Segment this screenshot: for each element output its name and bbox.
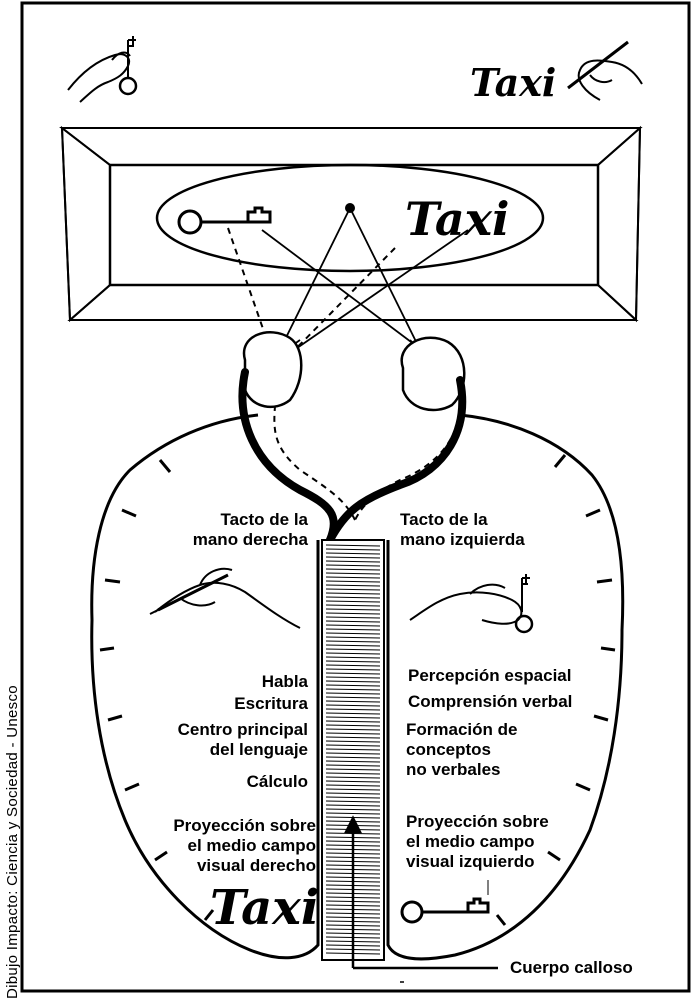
key-icon xyxy=(402,899,488,922)
label-escritura: Escritura xyxy=(234,694,308,714)
key-hand-icon xyxy=(68,36,136,102)
label-comprension: Comprensión verbal xyxy=(408,692,572,712)
label-percepcion: Percepción espacial xyxy=(408,666,571,686)
pen-hand-icon xyxy=(150,569,300,628)
word-taxi-brain: Taxi xyxy=(210,880,319,936)
optic-lobes xyxy=(244,332,464,410)
label-cuerpo-calloso: Cuerpo calloso xyxy=(510,958,633,978)
screen-board xyxy=(62,128,640,320)
pen-hand-icon xyxy=(568,42,642,100)
word-taxi-screen: Taxi xyxy=(405,192,510,246)
label-calculo: Cálculo xyxy=(247,772,308,792)
word-taxi-top: Taxi xyxy=(470,60,556,105)
key-icon xyxy=(179,208,270,233)
image-credit: Dibujo Impacto: Ciencia y Sociedad - Une… xyxy=(4,509,22,999)
key-hand-icon xyxy=(410,574,532,632)
label-habla: Habla xyxy=(262,672,308,692)
